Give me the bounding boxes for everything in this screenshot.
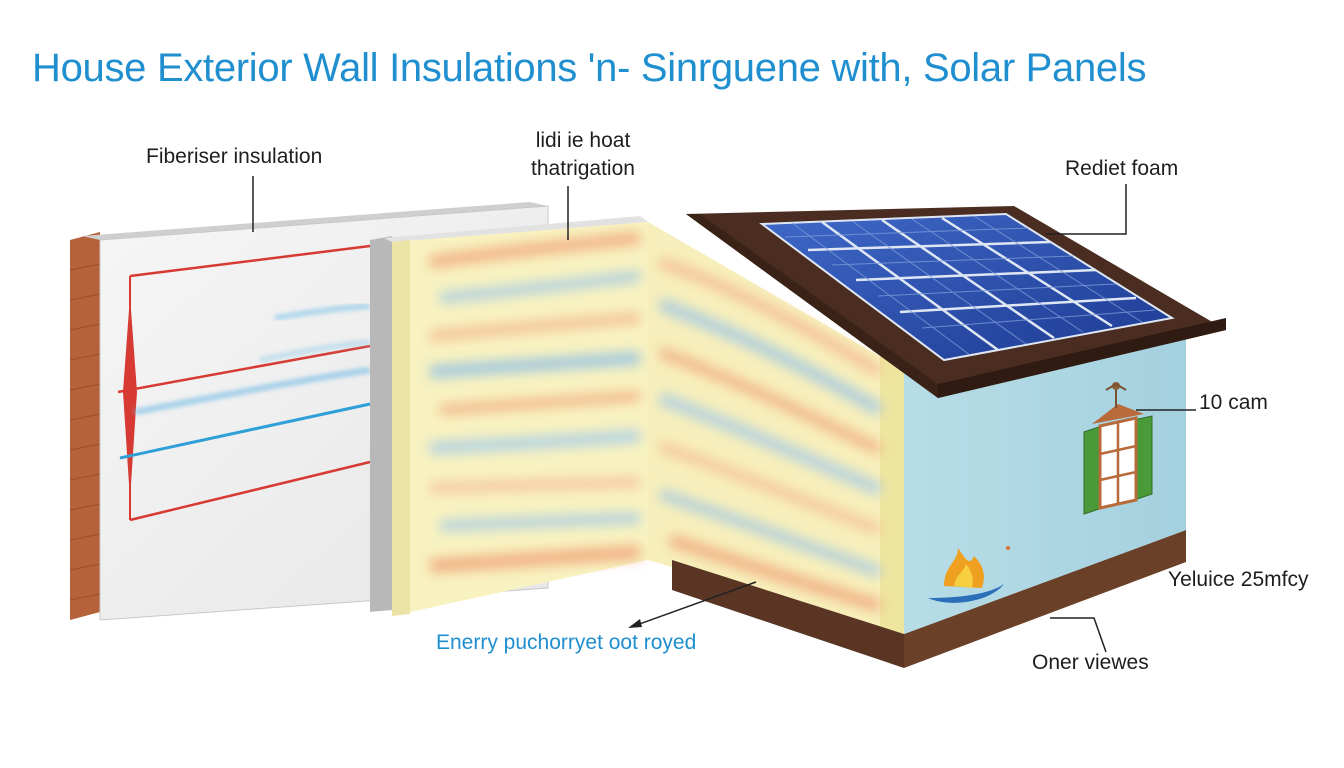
label-radiant-foam: Rediet foam xyxy=(1065,157,1179,180)
label-owner-views: Oner viewes xyxy=(1032,651,1149,674)
label-thickness: 10 cam xyxy=(1199,391,1268,414)
house xyxy=(672,206,1226,668)
weather-vane-icon xyxy=(1105,382,1127,408)
label-heat-mitigation-line2: thatrigation xyxy=(531,157,635,180)
page-title: House Exterior Wall Insulations 'n- Sinr… xyxy=(32,46,1147,90)
label-value-efficiency: Yeluice 25mfcy xyxy=(1168,568,1309,591)
label-fiber-insulation: Fiberiser insulation xyxy=(146,145,323,168)
label-heat-mitigation: lidi ie hoat thatrigation xyxy=(508,127,658,183)
flame-icon xyxy=(928,546,1010,603)
solar-panel-array xyxy=(759,212,1175,362)
callout-lines xyxy=(252,176,1196,653)
window-icon xyxy=(1083,404,1153,515)
heat-mitigation-insulation xyxy=(370,216,904,634)
brick-edge xyxy=(70,232,100,620)
label-energy-purchase: Enerry puchorryet oot royed xyxy=(436,631,697,654)
label-heat-mitigation-line1: lidi ie hoat xyxy=(535,129,631,152)
energy-arrow xyxy=(628,581,757,628)
